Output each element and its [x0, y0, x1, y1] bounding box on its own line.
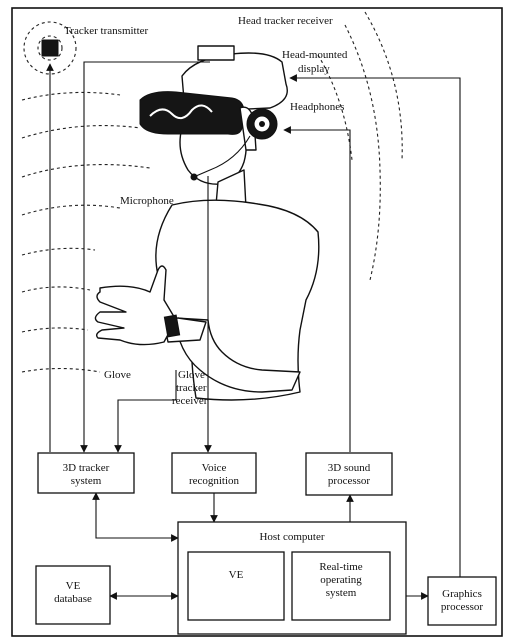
box-sound-processor: 3D sound processor [305, 452, 393, 496]
head-tracker-receiver-icon [197, 45, 235, 61]
rtos-line3: system [326, 587, 357, 599]
label-head-tracker-receiver: Head tracker receiver [238, 15, 333, 27]
tracker-system-line2: system [71, 475, 102, 487]
ve-database-line1: VE [66, 580, 81, 592]
microphone-icon [190, 173, 198, 181]
hmd-visor [139, 91, 245, 135]
label-glove-tracker-2: tracker [176, 382, 207, 394]
label-headphones: Headphones [290, 101, 344, 113]
host-computer-title: Host computer [259, 531, 324, 543]
outer-frame [11, 7, 503, 637]
rtos-line1: Real-time [319, 561, 362, 573]
label-glove-tracker-3: receiver [172, 395, 208, 407]
label-microphone: Microphone [120, 195, 174, 207]
voice-recognition-line2: recognition [189, 475, 240, 487]
transmitter-field-ring [37, 35, 63, 61]
label-glove: Glove [104, 369, 131, 381]
transmitter-icon [41, 39, 59, 57]
graphics-processor-line2: processor [441, 601, 483, 613]
rtos-line2: operating [320, 574, 362, 586]
glove-tracker-icon [163, 314, 181, 338]
box-voice-recognition: Voice recognition [171, 452, 257, 494]
label-glove-tracker-1: Glove [178, 369, 205, 381]
label-hmd-line2: display [298, 63, 330, 75]
label-tracker-transmitter: Tracker transmitter [64, 25, 149, 37]
transmitter-field-ring [23, 21, 77, 75]
box-ve-database: VE database [35, 565, 111, 625]
box-ve: VE [187, 551, 285, 621]
sound-processor-line1: 3D sound [328, 462, 371, 474]
ve-label: VE [229, 569, 244, 581]
box-tracker-system: 3D tracker system [37, 452, 135, 494]
tracker-transmitter [23, 21, 77, 75]
box-graphics-processor: Graphics processor [427, 576, 497, 626]
tracker-system-line1: 3D tracker [63, 462, 110, 474]
graphics-processor-line1: Graphics [442, 588, 482, 600]
label-hmd-line1: Head-mounted [282, 49, 348, 61]
signal-wires [46, 61, 461, 600]
ve-database-line2: database [54, 593, 92, 605]
box-rtos: Real-time operating system [291, 551, 391, 621]
voice-recognition-line1: Voice [202, 462, 227, 474]
sound-processor-line2: processor [328, 475, 370, 487]
user-figure [94, 45, 320, 401]
